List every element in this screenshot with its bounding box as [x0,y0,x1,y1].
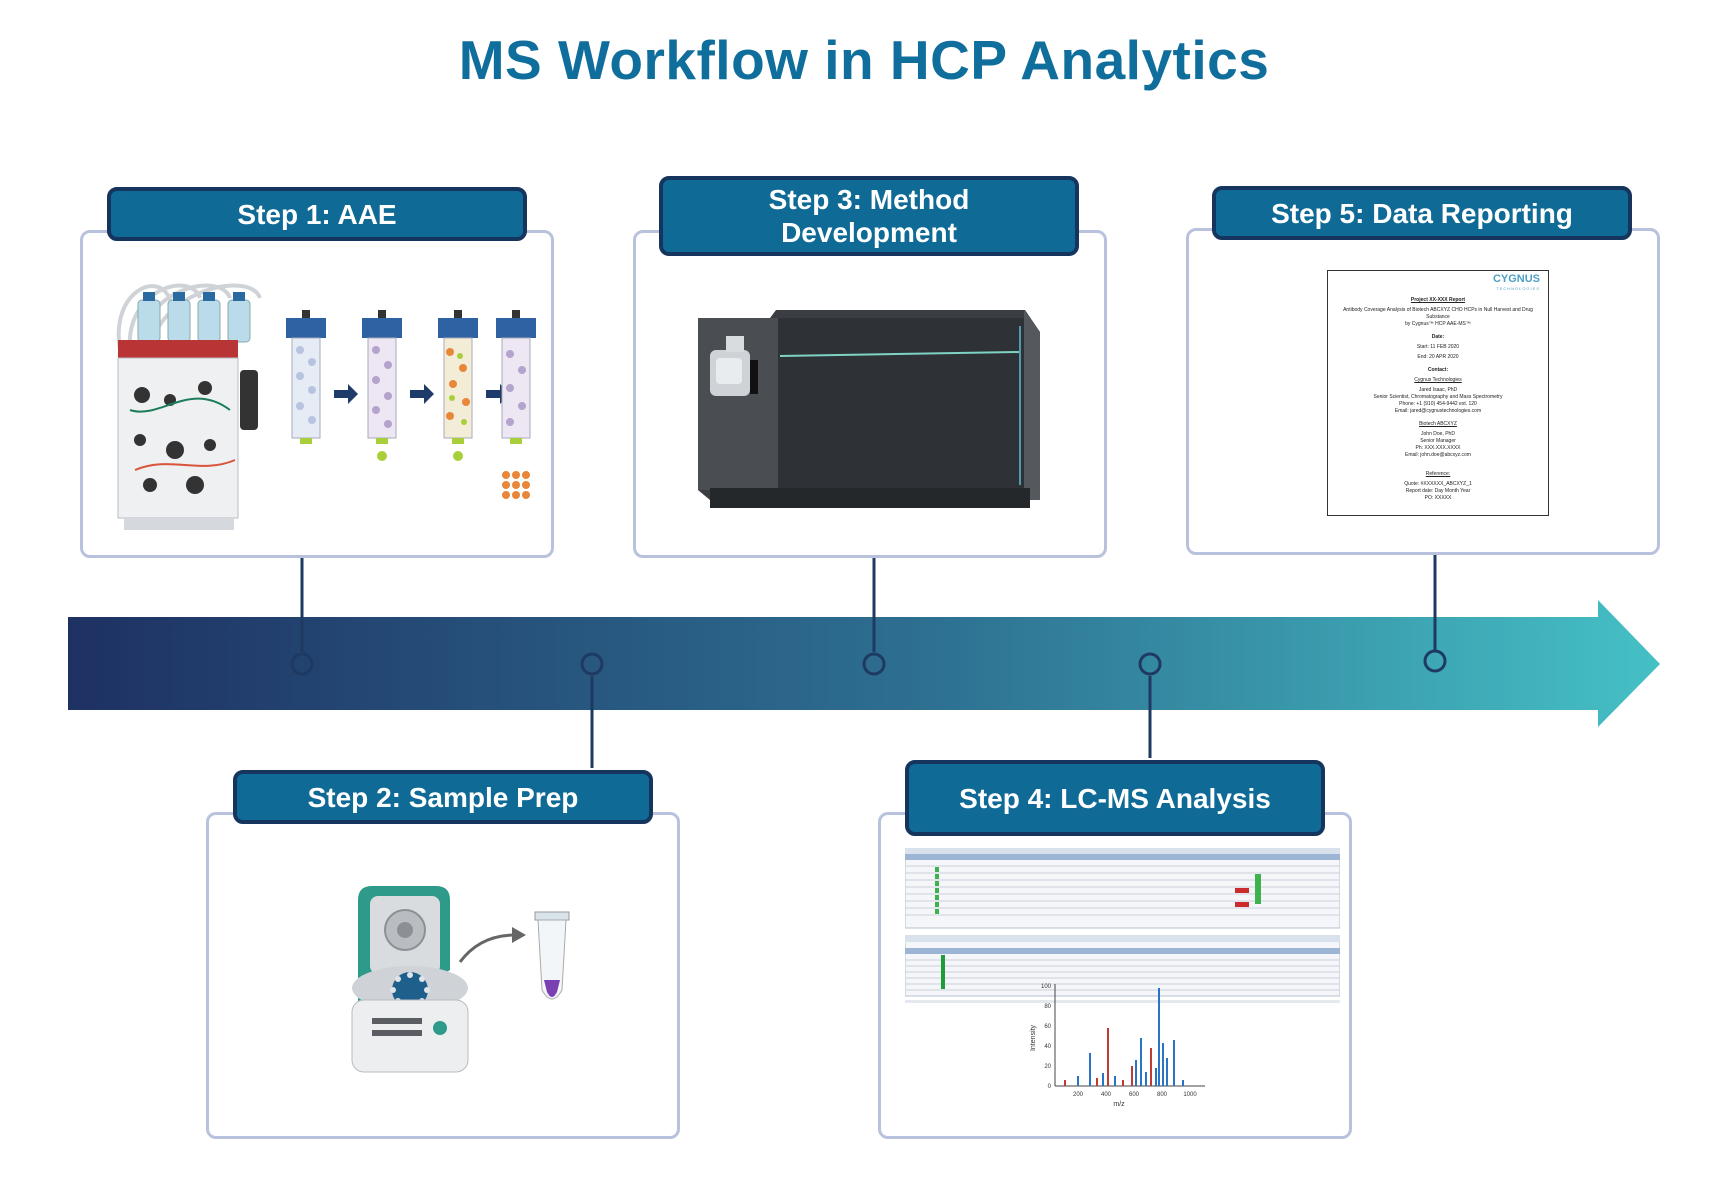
step-2-label: Step 2: Sample Prep [233,770,653,824]
report-role2: Senior Manager [1420,438,1456,444]
x-tick-200: 200 [1073,1092,1084,1098]
report-phone2: Ph: XXX.XXX.XXXX [1415,445,1461,451]
report-logo-subtitle: TECHNOLOGIES [1496,286,1540,291]
spectrum-peaks [1064,988,1184,1086]
report-line1: Antibody Coverage Analysis of Biotech AB… [1343,307,1533,320]
report-start: Start: 11 FEB 2020 [1416,344,1460,350]
step-5-label: Step 5: Data Reporting [1212,186,1632,240]
report-phone1: Phone: +1 (910) 454-9442 ext. 120 [1399,401,1477,407]
spectrum-ylabel: Intensity [1030,1024,1037,1051]
sample-tube-icon [534,911,570,1000]
y-tick-20: 20 [1044,1064,1051,1070]
timeline-connectors [290,553,1447,768]
page-title: MS Workflow in HCP Analytics [458,29,1270,91]
spectrum-x-ticks: 200 400 600 800 1000 [1073,1092,1197,1098]
x-tick-400: 400 [1101,1092,1112,1098]
report-role1: Senior Scientist, Chromatography and Mas… [1373,394,1503,400]
affinity-columns-icon [286,310,536,499]
report-logo: CYGNUS [1492,273,1540,285]
spectrum-axes [1054,984,1205,1087]
report-email2: Email: john.doe@abcxyz.com [1405,452,1471,458]
report-name2: John Doe, PhD [1421,431,1455,437]
report-name1: Jared Isaac, PhD [1418,387,1458,393]
mass-spectrometer-illustration [698,310,1040,508]
report-project: Project XX-XXX Report [1410,297,1466,303]
y-tick-100: 100 [1041,984,1052,990]
y-tick-80: 80 [1044,1004,1051,1010]
chromatography-system-illustration [116,283,536,530]
report-company: Cygnus Technologies [1414,377,1462,383]
report-po: PO: XXXXX [1424,495,1452,501]
y-tick-0: 0 [1048,1084,1052,1090]
report-quote: Quote: #XXXXXX_ABCXYZ_1 [1404,481,1472,487]
spectrum-xlabel: m/z [1113,1101,1125,1108]
report-document: CYGNUS TECHNOLOGIES Project XX-XXX Repor… [1327,270,1549,516]
report-date: Report date: Day Month Year [1405,488,1471,494]
x-tick-1000: 1000 [1183,1092,1197,1098]
y-tick-40: 40 [1044,1044,1051,1050]
x-tick-600: 600 [1129,1092,1140,1098]
y-tick-60: 60 [1044,1024,1051,1030]
buffer-bottles-icon [137,292,251,343]
step-1-label: Step 1: AAE [107,187,527,241]
step-4-label: Step 4: LC-MS Analysis [905,760,1325,836]
spectrum-y-ticks: 0 20 40 60 80 100 [1041,984,1052,1090]
report-ref-label: Reference: [1425,471,1451,477]
centrifuge-illustration [351,886,570,1073]
report-end: End: 20 APR 2020 [1417,354,1459,360]
x-tick-800: 800 [1157,1092,1168,1098]
report-line2: by Cygnus™ HCP AAE-MS™ [1405,321,1471,327]
report-date-label: Date: [1431,334,1445,340]
report-client: Biotech ABCXYZ [1419,421,1457,427]
step-3-label: Step 3: Method Development [659,176,1079,256]
report-contact-label: Contact: [1427,367,1449,373]
lcms-data-illustration: 0 20 40 60 80 100 200 400 600 800 1000 m… [905,848,1340,1108]
report-email1: Email: jared@cygnustechnologies.com [1394,408,1482,414]
